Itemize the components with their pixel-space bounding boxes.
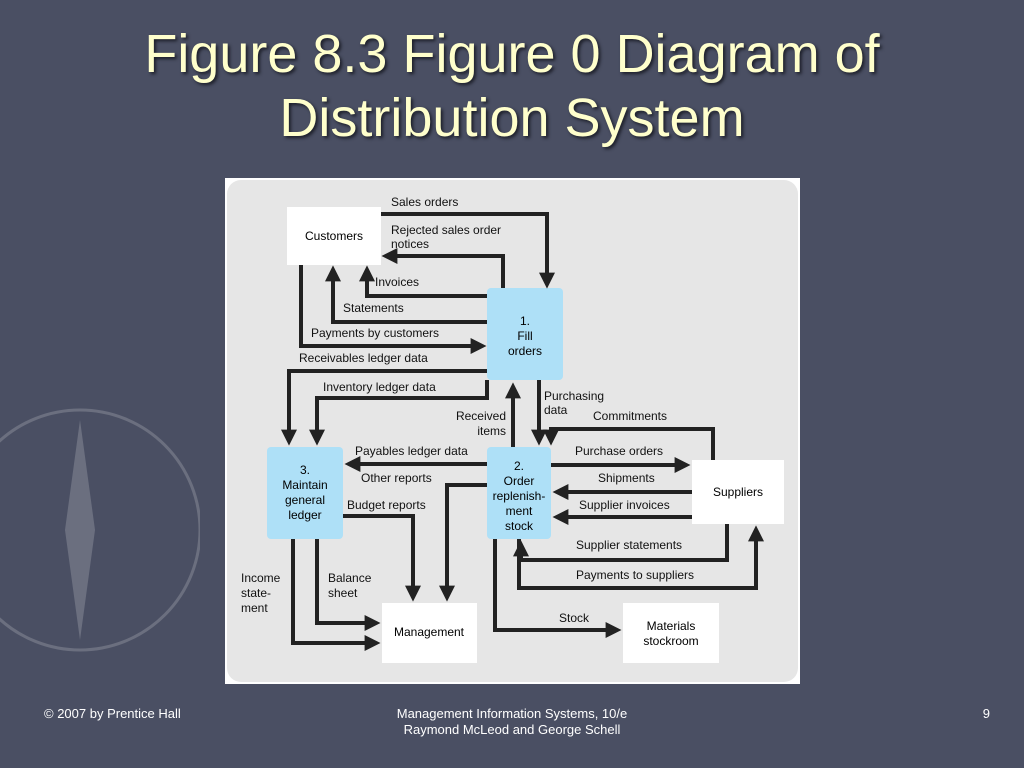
footer-book-line-2: Raymond McLeod and George Schell xyxy=(403,722,621,737)
label-balance-line-2: sheet xyxy=(328,586,358,600)
label-shipments: Shipments xyxy=(598,471,655,485)
title-line-2: Distribution System xyxy=(279,88,745,148)
svg-text:Order: Order xyxy=(504,474,535,488)
label-supplier-statements: Supplier statements xyxy=(576,538,682,552)
svg-text:2.: 2. xyxy=(514,459,524,473)
label-payments-to-suppliers: Payments to suppliers xyxy=(576,568,694,582)
svg-text:1.: 1. xyxy=(520,314,530,328)
title-line-1: Figure 8.3 Figure 0 Diagram of xyxy=(144,24,880,84)
svg-text:stock: stock xyxy=(505,519,534,533)
process-1-fill-orders: 1. Fill orders xyxy=(487,288,563,380)
flow-receivables-ledger xyxy=(281,369,487,446)
flow-stock xyxy=(493,539,622,638)
label-supplier-invoices: Supplier invoices xyxy=(579,498,670,512)
label-payments-by-customers: Payments by customers xyxy=(311,326,439,340)
flow-payments-to-suppliers xyxy=(517,525,764,590)
process-2-order-replenishment-stock: 2. Order replenish- ment stock xyxy=(487,447,551,539)
label-rejected-line-1: Rejected sales order xyxy=(391,223,501,237)
process-3-maintain-general-ledger: 3. Maintain general ledger xyxy=(267,447,343,539)
footer-copyright: © 2007 by Prentice Hall xyxy=(44,706,181,721)
label-income-line-3: ment xyxy=(241,601,268,615)
label-rejected-line-2: notices xyxy=(391,237,429,251)
footer-book-line-1: Management Information Systems, 10/e xyxy=(396,706,628,721)
svg-text:stockroom: stockroom xyxy=(643,634,698,648)
suppliers-entity: Suppliers xyxy=(692,460,784,524)
flow-rejected-notices xyxy=(381,248,505,288)
label-inventory-ledger: Inventory ledger data xyxy=(323,380,436,394)
label-commitments: Commitments xyxy=(593,409,667,423)
footer-page-number: 9 xyxy=(982,706,990,721)
flow-statements xyxy=(325,265,487,324)
flow-commitments xyxy=(543,427,715,460)
footer-book-info: Management Information Systems, 10/e Ray… xyxy=(312,706,712,738)
flow-sales-orders xyxy=(381,212,555,289)
label-purchase-orders: Purchase orders xyxy=(575,444,663,458)
label-income-line-2: state- xyxy=(241,586,271,600)
management-entity: Management xyxy=(382,603,477,663)
svg-text:Materials: Materials xyxy=(647,619,696,633)
label-other-reports: Other reports xyxy=(361,471,432,485)
label-stock: Stock xyxy=(559,611,590,625)
label-budget-reports: Budget reports xyxy=(347,498,426,512)
svg-text:ment: ment xyxy=(506,504,533,518)
svg-text:general: general xyxy=(285,493,325,507)
data-flow-diagram: Customers Suppliers Management Materials… xyxy=(225,178,800,684)
svg-text:ledger: ledger xyxy=(288,508,321,522)
label-purchasing-line-1: Purchasing xyxy=(544,389,604,403)
svg-text:Fill: Fill xyxy=(517,329,532,343)
materials-stockroom-entity: Materials stockroom xyxy=(623,603,719,663)
customers-entity: Customers xyxy=(287,207,381,265)
label-invoices: Invoices xyxy=(375,275,419,289)
flow-invoices xyxy=(359,265,487,298)
label-received-line-2: items xyxy=(477,424,506,438)
label-received-line-1: Received xyxy=(456,409,506,423)
flow-income-statement xyxy=(291,539,381,651)
svg-text:orders: orders xyxy=(508,344,542,358)
label-payables-ledger: Payables ledger data xyxy=(355,444,468,458)
label-balance-line-1: Balance xyxy=(328,571,372,585)
label-income-line-1: Income xyxy=(241,571,281,585)
flow-budget-reports xyxy=(343,514,421,602)
label-purchasing-line-2: data xyxy=(544,403,568,417)
flow-balance-sheet xyxy=(315,539,381,631)
flow-payments-by-customers xyxy=(299,265,487,354)
label-receivables-ledger: Receivables ledger data xyxy=(299,351,428,365)
label-sales-orders: Sales orders xyxy=(391,195,458,209)
svg-text:3.: 3. xyxy=(300,463,310,477)
slide-title: Figure 8.3 Figure 0 Diagram of Distribut… xyxy=(0,22,1024,150)
compass-watermark xyxy=(0,408,200,652)
svg-text:Suppliers: Suppliers xyxy=(713,485,763,499)
flow-inventory-ledger xyxy=(309,380,489,446)
flow-other-reports xyxy=(439,483,487,602)
svg-text:Customers: Customers xyxy=(305,229,363,243)
svg-text:Management: Management xyxy=(394,625,465,639)
svg-text:Maintain: Maintain xyxy=(282,478,327,492)
label-statements: Statements xyxy=(343,301,404,315)
svg-text:replenish-: replenish- xyxy=(493,489,546,503)
